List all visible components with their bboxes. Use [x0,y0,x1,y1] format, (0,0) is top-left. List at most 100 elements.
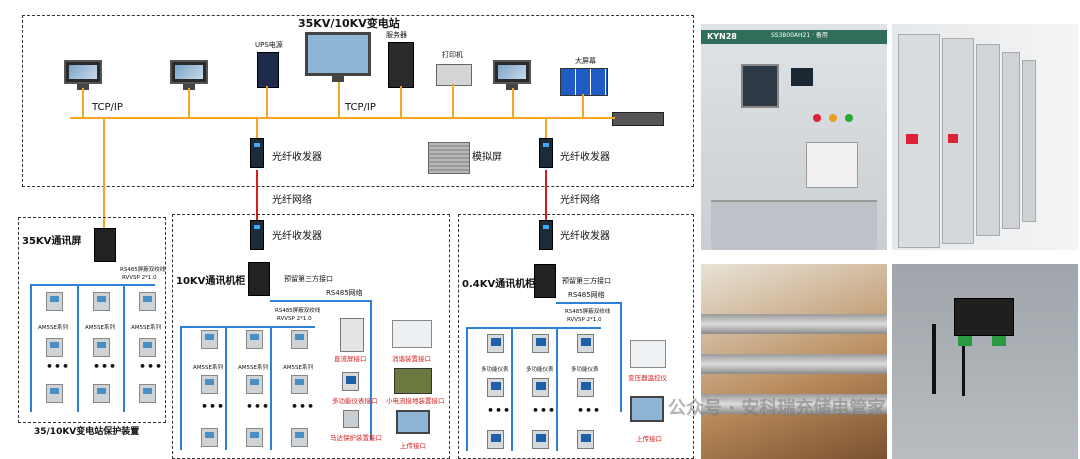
printer-icon [436,64,472,86]
temp-controller-icon [630,340,666,368]
multi-meter-icon [532,430,549,449]
protection-relay-icon [291,375,308,394]
printer-label: 打印机 [442,51,463,59]
monitor-stand [506,84,518,90]
multi-meter-icon [577,430,594,449]
protection-relay-icon [201,375,218,394]
protection-relay-icon [93,292,110,311]
sensor-module [954,298,1014,336]
rs485-network-label: RS485网络 [326,289,363,297]
protection-relay-icon [139,384,156,403]
fiber-network-label: 光纤网络 [272,195,312,206]
switchgear-photo: KYN28 SS3800AH21 · 备用 [701,24,887,250]
network-switch-icon [612,112,664,126]
cable [962,346,965,396]
big-screen-icon [560,68,608,96]
server-icon [388,42,414,88]
rs485-drop [270,326,272,450]
tcp-drop [512,88,514,118]
more-devices: ••• [201,400,226,413]
upload-label: 上传接口 [400,442,426,450]
bus-label: RS485屏蔽双绞线 [120,267,166,273]
indicator-lamp [813,114,821,122]
series-label: 多功能仪表 [481,367,509,373]
protection-relay-icon [201,428,218,447]
tcp-drop [452,84,454,118]
server-label: 服务器 [386,31,407,39]
fiber-transceiver-icon [250,138,264,168]
fire-device-icon [392,320,432,348]
multi-meter-icon [532,378,549,397]
multi-meter-icon [487,334,504,353]
multi-meter-icon [577,334,594,353]
rs485-drop [511,327,513,451]
cabinet-10kv-title: 10KV通讯机柜 [176,276,246,287]
sim-screen-icon [428,142,470,174]
workstation-monitor [64,60,102,84]
protection-relay-icon [291,428,308,447]
cabinet-column [1002,52,1020,229]
rs485-network-label: RS485网络 [568,291,605,299]
busbar-photo [701,264,887,459]
protection-relay-icon [46,292,63,311]
more-devices: ••• [577,404,602,417]
protection-relay-icon [93,338,110,357]
protection-relay-icon [46,338,63,357]
indicator-lamp [845,114,853,122]
more-devices: ••• [487,404,512,417]
cabinet-35kv-frame [18,217,166,423]
comm-manager-icon [534,264,556,298]
rs485-drop [620,302,622,412]
series-label: 多功能仪表 [526,367,554,373]
rs485-drop [556,327,558,451]
third-party-label: 预留第三方接口 [562,277,611,285]
cabinet-35kv-title: 35KV通讯屏 [22,236,82,247]
rs485-drop [30,284,32,412]
rs485-drop [180,326,182,450]
more-devices: ••• [93,360,118,373]
rs485-bus [270,300,370,302]
substation-frame [22,15,694,187]
rs485-drop [225,326,227,450]
upload-monitor-icon [396,410,430,434]
warning-panel [948,134,958,143]
tcpip-left-label: TCP/IP [92,102,123,113]
relay-display [741,64,779,108]
multi-meter-icon [487,378,504,397]
cabinet-tag: SS3800AH21 · 备用 [771,32,828,39]
indicator-lamp [829,114,837,122]
bus-spec: RVVSP 2*1.0 [277,316,312,322]
rs485-bus [30,284,155,286]
ups-label: UPS电源 [255,41,283,49]
rs485-drop [77,284,79,412]
busbar [701,354,887,374]
dc-screen-label: 直流屏接口 [334,355,367,363]
multi-meter-icon [532,334,549,353]
more-devices: ••• [532,404,557,417]
series-label: AM5SE系列 [85,325,115,331]
rs485-bus [556,302,620,304]
more-devices: ••• [246,400,271,413]
cabinet-column [942,38,974,244]
protection-relay-icon [139,338,156,357]
tcp-drop [338,82,340,118]
protection-relay-icon [246,330,263,349]
tcp-drop [582,94,584,118]
cabinet-35kv-caption: 35/10KV变电站保护装置 [34,427,140,437]
workstation-monitor [170,60,208,84]
multi-meter-icon [487,430,504,449]
fiber-transceiver-icon [250,220,264,250]
temp-controller-label: 变压器温控仪 [628,374,667,382]
fiber-link [256,170,258,220]
protection-relay-icon [246,428,263,447]
more-devices: ••• [291,400,316,413]
fiber-link [545,170,547,220]
fiber-transceiver-label: 光纤收发器 [560,231,610,242]
workstation-monitor [493,60,531,84]
bus-spec: RVVSP 2*1.0 [567,317,602,323]
sensor-install-photo [892,264,1078,459]
cabinet-nameplate [701,30,887,44]
fiber-transceiver-icon [539,138,553,168]
cabinet-model: KYN28 [707,32,737,41]
cabinet-door-lower [711,200,877,250]
